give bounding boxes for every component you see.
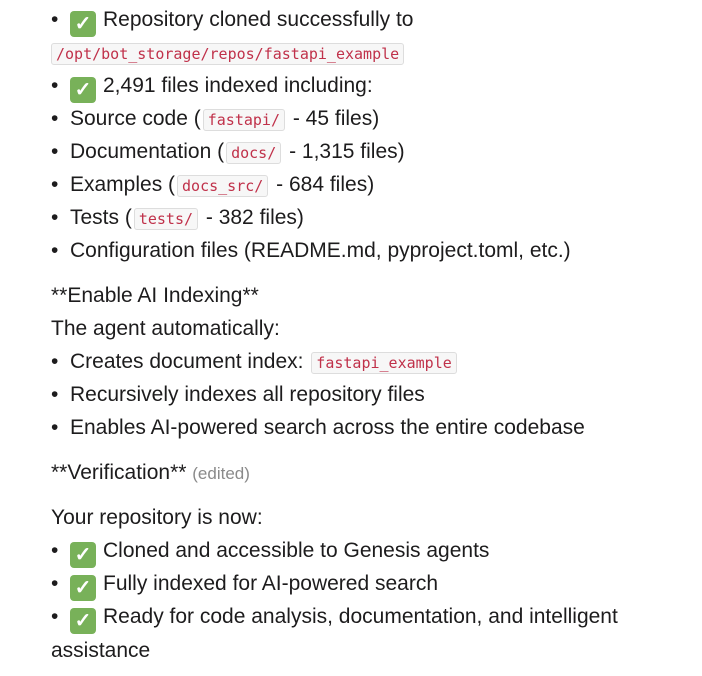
list-item: •Configuration files (README.md, pyproje… — [51, 239, 571, 262]
check-mark-icon: ✓ — [70, 542, 96, 568]
code-path: /opt/bot_storage/repos/fastapi_example — [51, 43, 405, 65]
list-item: •✓2,491 files indexed including: — [51, 74, 373, 103]
section-heading: **Verification** (edited) — [51, 461, 250, 484]
list-item: •Tests (tests/ - 382 files) — [51, 206, 304, 230]
list-item: •✓Ready for code analysis, documentation… — [51, 605, 618, 662]
check-mark-icon: ✓ — [70, 575, 96, 601]
paragraph: Your repository is now: — [51, 506, 263, 529]
check-mark-icon: ✓ — [70, 608, 96, 634]
list-item: •✓Repository cloned successfully to — [51, 8, 414, 37]
edited-label: (edited) — [192, 464, 250, 483]
list-item: •✓Cloned and accessible to Genesis agent… — [51, 539, 490, 568]
code-chip: docs_src/ — [177, 175, 269, 197]
list-item: •Enables AI-powered search across the en… — [51, 416, 585, 439]
list-item: •Documentation (docs/ - 1,315 files) — [51, 140, 405, 164]
list-item: •Source code (fastapi/ - 45 files) — [51, 107, 380, 131]
check-mark-icon: ✓ — [70, 11, 96, 37]
check-mark-icon: ✓ — [70, 77, 96, 103]
message-body: •✓Repository cloned successfully to /opt… — [51, 3, 671, 667]
code-chip: fastapi/ — [202, 109, 285, 131]
list-item: •Examples (docs_src/ - 684 files) — [51, 173, 375, 197]
code-chip: tests/ — [133, 208, 199, 230]
section-heading: **Enable AI Indexing** — [51, 284, 259, 307]
paragraph: The agent automatically: — [51, 317, 280, 340]
list-item: •Creates document index: fastapi_example — [51, 345, 671, 378]
code-chip: docs/ — [226, 142, 282, 164]
code-chip: fastapi_example — [311, 352, 457, 374]
list-item: •Recursively indexes all repository file… — [51, 383, 425, 406]
list-item-continuation: /opt/bot_storage/repos/fastapi_example — [51, 36, 671, 69]
list-item: •✓Fully indexed for AI-powered search — [51, 572, 439, 601]
